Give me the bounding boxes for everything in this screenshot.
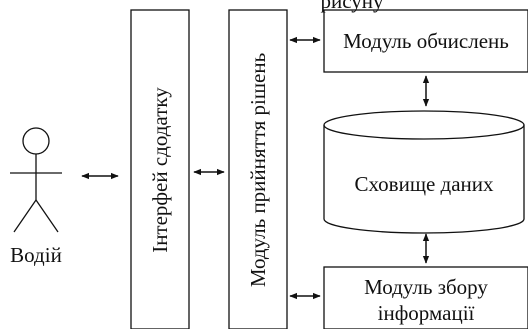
interface-box-label: Інтерфей сдодатку <box>148 87 172 253</box>
actor-label: Водій <box>10 243 62 267</box>
collect-module-label-line1: Модуль збору <box>364 275 488 299</box>
collect-module-label-line2: інформації <box>378 301 475 325</box>
compute-module-label: Модуль обчислень <box>343 29 509 53</box>
decision-module-box <box>228 9 288 329</box>
driver-actor-icon <box>10 127 62 233</box>
decision-module-label: Модуль прийняття рішень <box>246 53 270 287</box>
interface-box <box>130 9 190 329</box>
top-caption-fragment: рисуну <box>320 0 384 13</box>
compute-module-box <box>323 9 528 73</box>
collect-module-box <box>323 266 528 329</box>
data-store-cylinder <box>323 110 525 234</box>
data-store-label: Сховище даних <box>354 172 494 196</box>
